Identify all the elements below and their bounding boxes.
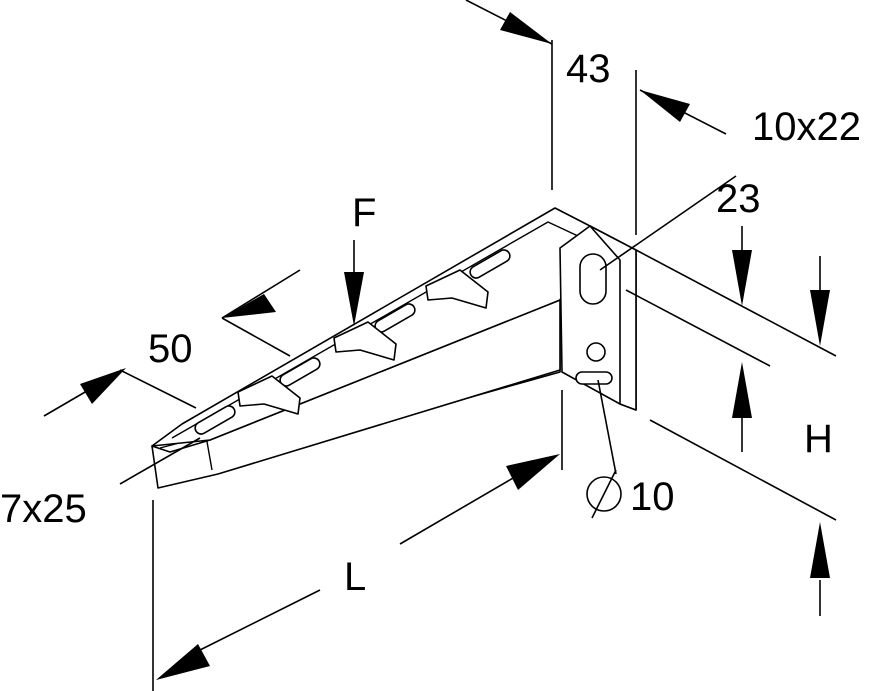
arm-slot <box>194 405 236 435</box>
leader-7x25-arrow-shaft <box>43 387 93 417</box>
label-length-l: L <box>344 555 366 599</box>
label-height-23: 23 <box>716 177 761 221</box>
dim-50-leader <box>221 269 301 319</box>
label-width-43: 43 <box>566 47 611 91</box>
wall-plate-slot-lower <box>575 371 613 385</box>
arrowhead <box>810 522 830 578</box>
wall-plate-slot-upper <box>579 253 607 305</box>
label-height-h: H <box>804 417 833 461</box>
label-pitch-50: 50 <box>148 327 193 371</box>
wall-plate-side <box>589 225 637 411</box>
dim-l-line-upper <box>399 473 521 545</box>
arm-clamp <box>237 375 301 415</box>
arrowhead <box>80 368 126 404</box>
arrowhead <box>500 12 552 44</box>
dim-50-extension <box>221 317 291 357</box>
dim-23-extension-bottom <box>625 289 771 367</box>
arrowhead <box>640 90 690 122</box>
label-slot-10x22: 10x22 <box>752 105 861 149</box>
dim-23-extension-top <box>635 249 837 357</box>
arm-clamp <box>333 321 397 361</box>
label-hole-10: 10 <box>630 475 675 519</box>
dimension-labels: 43 10x22 23 F 50 7x25 H 10 L <box>0 47 861 599</box>
leader-10x22 <box>599 175 737 271</box>
dim-l-line-lower <box>199 589 321 651</box>
wall-plate-hole <box>586 342 606 362</box>
diameter-symbol-circle <box>586 476 622 512</box>
arrowhead <box>506 454 560 490</box>
arm-clamp <box>425 269 489 309</box>
label-slot-7x25: 7x25 <box>0 487 87 531</box>
arrowhead <box>810 290 830 346</box>
arrowhead <box>732 250 752 306</box>
leader-hole-10 <box>597 379 617 475</box>
leader-7x25 <box>119 437 201 485</box>
dimension-lines <box>43 0 837 691</box>
diameter-symbol-slash <box>591 469 617 519</box>
leader-7x25-extension <box>119 369 197 409</box>
arm-front-face <box>151 299 561 489</box>
arrowhead <box>732 362 752 418</box>
arm-slots <box>194 249 511 435</box>
arrowhead <box>156 644 210 680</box>
arm-clamps <box>237 269 489 415</box>
arrowhead <box>222 294 276 318</box>
force-arrowhead <box>344 272 364 326</box>
dim-h-extension-bottom <box>649 419 837 521</box>
label-force-f: F <box>352 191 376 235</box>
bracket-illustration <box>151 207 637 489</box>
arm-slot <box>469 249 511 279</box>
